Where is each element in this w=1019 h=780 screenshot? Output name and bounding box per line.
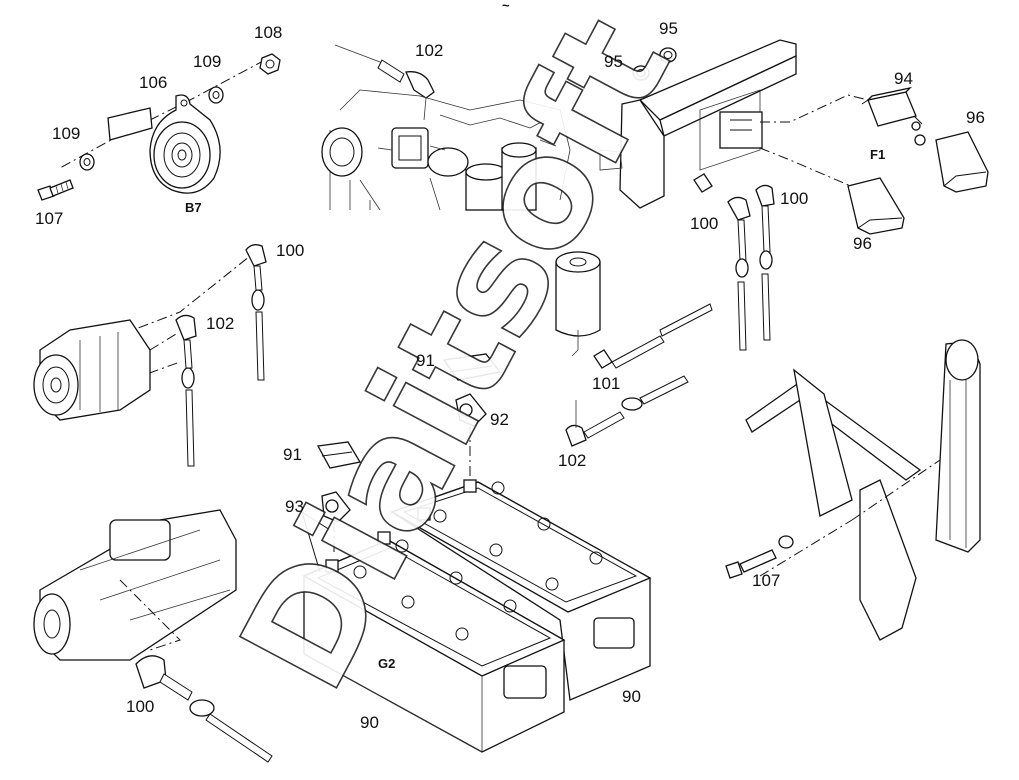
callout-96-lower: 96	[853, 234, 872, 253]
callout-100-alternator: 100	[276, 241, 304, 260]
callout-94: 94	[894, 69, 913, 88]
callout-95-left: 95	[604, 52, 623, 71]
callout-90-rear: 90	[622, 687, 641, 706]
callout-102-alternator: 102	[206, 314, 234, 333]
callout-107-bracket: 107	[752, 571, 780, 590]
center-solenoid	[555, 251, 713, 447]
callout-107-horn: 107	[35, 209, 63, 228]
callout-95-right: 95	[659, 19, 678, 38]
callout-109-left: 109	[52, 124, 80, 143]
fuse-code: F1	[870, 147, 885, 162]
callout-106: 106	[139, 73, 167, 92]
callout-109-top: 109	[193, 52, 221, 71]
callout-102-engine: 102	[415, 41, 443, 60]
callout-102-solenoid: 102	[558, 451, 586, 470]
callout-101: 101	[592, 374, 620, 393]
top-mark: ~	[502, 0, 510, 13]
callout-92: 92	[490, 410, 509, 429]
horn-code: B7	[185, 200, 202, 215]
relay-bracket-assembly	[599, 39, 989, 351]
callout-100-relay-left: 100	[690, 214, 718, 233]
callout-93: 93	[285, 497, 304, 516]
alternator-assembly	[33, 244, 267, 467]
battery-bracket	[725, 339, 981, 641]
callout-100-relay-right: 100	[780, 189, 808, 208]
horn-assembly	[37, 53, 281, 201]
callout-96-right: 96	[966, 108, 985, 127]
callout-108: 108	[254, 23, 282, 42]
battery-pack	[301, 479, 652, 753]
battery-terminals	[316, 353, 502, 556]
callout-100-starter: 100	[126, 697, 154, 716]
callout-90-front: 90	[360, 713, 379, 732]
callout-91-left: 91	[283, 445, 302, 464]
battery-code: G2	[378, 656, 395, 671]
callout-91-top: 91	[416, 351, 435, 370]
starter-motor	[33, 509, 273, 763]
engine-block	[321, 44, 571, 211]
